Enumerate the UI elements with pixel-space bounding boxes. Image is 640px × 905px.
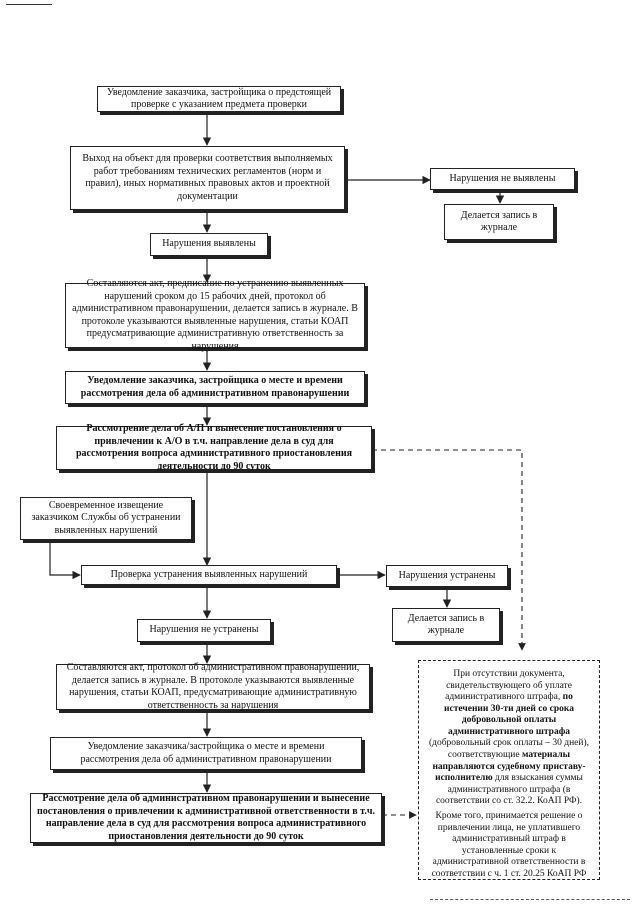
fine-note-text: При отсутствии документа, свидетельствую… (445, 669, 572, 703)
fine-note-bold-text: материалы направляются судебному пристав… (432, 750, 586, 784)
box-hearing-1: Рассмотрение дела об А/П и вынесение пос… (56, 423, 372, 472)
box-text: Уведомление заказчика/застройщика о мест… (80, 741, 332, 765)
box-act-protocol: Составляются акт, протокол об администра… (56, 662, 370, 711)
box-text: Нарушения выявлены (162, 238, 256, 250)
fine-note-text: для взыскания суммы административного шт… (435, 773, 583, 807)
box-text: Составляются акт, протокол об администра… (66, 662, 360, 711)
box-text: Выход на объект для проверки соответстви… (82, 153, 333, 202)
box-not-eliminated: Нарушения не устранены (137, 619, 271, 642)
box-text: Проверка устранения выявленных нарушений (110, 568, 308, 580)
fine-note-box: При отсутствии документа, свидетельствую… (418, 660, 600, 880)
box-not-found: Нарушения не выявлены (430, 168, 575, 190)
box-notify-hearing-2: Уведомление заказчика/застройщика о мест… (50, 737, 362, 770)
box-eliminated: Нарушения устранены (386, 565, 508, 587)
box-notify-hearing-1: Уведомление заказчика, застройщика о мес… (65, 371, 365, 404)
box-text: Уведомление заказчика, застройщика о пре… (106, 86, 332, 111)
box-timely-notice: Своевременное извещение заказчиком Служб… (20, 497, 192, 540)
arrow-notice-to-check (49, 540, 81, 580)
fine-note-paragraph-1: При отсутствии документа, свидетельствую… (427, 669, 591, 808)
box-notify-inspection: Уведомление заказчика, застройщика о пре… (97, 86, 341, 112)
box-text: Рассмотрение дела об А/П и вынесение пос… (75, 423, 353, 472)
top-rule (6, 4, 52, 5)
box-text: Делается запись в журнале (407, 612, 485, 637)
box-text: Нарушения не устранены (149, 624, 259, 636)
box-text: Уведомление заказчика, застройщика о мес… (80, 375, 350, 399)
box-text: Своевременное извещение заказчиком Служб… (31, 499, 181, 536)
box-text: Рассмотрение дела об административном пр… (37, 793, 375, 842)
box-act-drawn: Составляются акт, предписание по устране… (65, 278, 365, 352)
box-text: Составляются акт, предписание по устране… (72, 278, 358, 352)
box-text: Делается запись в журнале (460, 209, 538, 234)
box-site-visit: Выход на объект для проверки соответстви… (70, 146, 345, 210)
box-text: Нарушения не выявлены (449, 172, 556, 184)
dashed-arrow-hearing-to-note (372, 449, 526, 651)
fine-note-text: Кроме того, принимается решение о привле… (431, 810, 587, 879)
box-journal-entry-1: Делается запись в журнале (444, 204, 554, 240)
fine-note-paragraph-2: Кроме того, принимается решение о привле… (427, 811, 591, 880)
box-journal-entry-2: Делается запись в журнале (392, 608, 500, 642)
box-text: Нарушения устранены (398, 569, 496, 581)
box-check-elimination: Проверка устранения выявленных нарушений (81, 565, 337, 585)
fine-note-bold-text: по истечении 30-ти дней со срока доброво… (444, 692, 574, 737)
box-violations-found: Нарушения выявлены (150, 233, 268, 256)
bottom-rule (430, 899, 630, 901)
box-hearing-2: Рассмотрение дела об административном пр… (30, 793, 382, 843)
fine-note-text: (добровольный срок оплаты – 30 дней), со… (428, 738, 590, 761)
